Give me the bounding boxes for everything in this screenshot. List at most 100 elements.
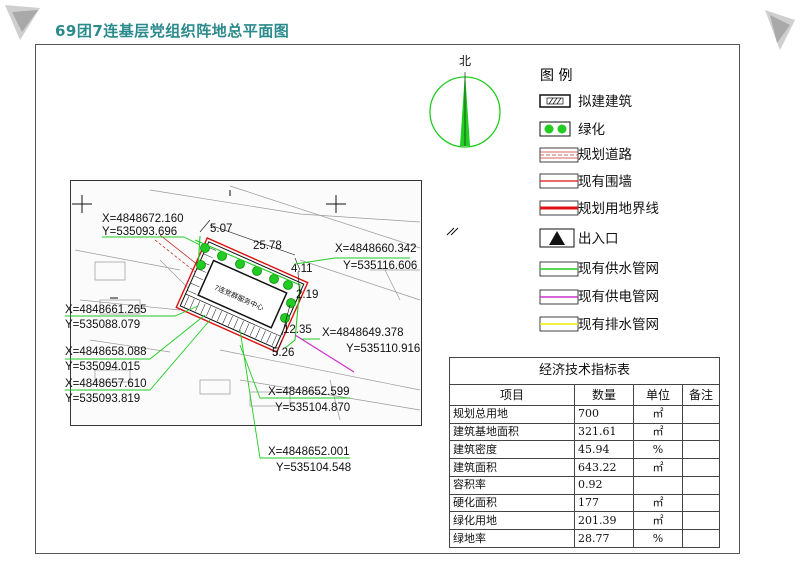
coord-6-y: Y=535093.819 bbox=[65, 393, 140, 405]
dimension-label-5: 12.35 bbox=[283, 324, 312, 336]
coord-7-x: X=4848652.599 bbox=[268, 386, 350, 398]
drain-pipe-line-icon bbox=[539, 316, 579, 332]
table-row: 建筑面积 643.22 ㎡ bbox=[449, 458, 720, 477]
hatch-symbol bbox=[446, 227, 459, 236]
table-cell-item: 容积率 bbox=[449, 475, 575, 495]
power-pipe-line bbox=[294, 334, 355, 373]
table-cell-note bbox=[682, 511, 720, 531]
dimension-label-4: 2.19 bbox=[296, 289, 318, 301]
table-cell-qty: 643.22 bbox=[574, 458, 634, 477]
table-cell-item: 规划总用地 bbox=[449, 405, 575, 424]
dimension-lines bbox=[199, 219, 301, 356]
table-cell-note bbox=[682, 405, 720, 424]
entrance-triangle-icon bbox=[539, 228, 575, 248]
table-cell-item: 绿化用地 bbox=[449, 511, 575, 531]
water-pipe-line-icon bbox=[539, 261, 579, 277]
table-cell-qty: 0.92 bbox=[574, 475, 634, 495]
table-cell-unit: ㎡ bbox=[633, 458, 683, 477]
coord-1-y: Y=535093.696 bbox=[102, 226, 177, 238]
table-cell-item: 硬化面积 bbox=[449, 493, 575, 513]
greenery-trees bbox=[196, 243, 296, 323]
table-cell-unit: ㎡ bbox=[633, 422, 683, 442]
corner-decoration-right bbox=[765, 10, 795, 50]
coord-1-x: X=4848672.160 bbox=[102, 213, 184, 225]
table-cell-unit: % bbox=[633, 529, 683, 548]
dimension-label-3: 4.11 bbox=[291, 263, 313, 275]
table-cell-qty: 321.61 bbox=[574, 422, 634, 442]
coord-8-x: X=4848652.001 bbox=[268, 446, 350, 458]
dimension-label-2: 25.78 bbox=[253, 240, 282, 252]
coordinate-leaders bbox=[65, 236, 410, 459]
coord-5-y: Y=535094.015 bbox=[65, 361, 140, 373]
page-title: 69团7连基层党组织阵地总平面图 bbox=[55, 22, 290, 40]
power-pipe-line-icon bbox=[539, 289, 579, 305]
table-cell-unit: ㎡ bbox=[633, 405, 683, 424]
legend-item-drain-pipe: 现有排水管网 bbox=[578, 317, 659, 333]
building-site: 7连党群服务中心 bbox=[175, 236, 309, 354]
legend-item-proposed-building: 拟建建筑 bbox=[578, 94, 632, 110]
legend-item-power-pipe: 现有供电管网 bbox=[578, 289, 659, 305]
dimension-label-1: 5.07 bbox=[210, 223, 232, 235]
table-row: 建筑基地面积 321.61 ㎡ bbox=[449, 422, 720, 442]
table-cell-unit: % bbox=[633, 440, 683, 460]
coord-6-x: X=4848657.610 bbox=[65, 378, 147, 390]
table-cell-item: 建筑面积 bbox=[449, 458, 575, 477]
legend-item-planned-road: 规划道路 bbox=[578, 147, 632, 163]
legend-item-entrance: 出入口 bbox=[578, 231, 619, 247]
coord-2-x: X=4848660.342 bbox=[335, 243, 417, 255]
coord-4-x: X=4848649.378 bbox=[322, 327, 404, 339]
legend-item-water-pipe: 现有供水管网 bbox=[578, 261, 659, 277]
coord-8-y: Y=535104.548 bbox=[276, 462, 351, 474]
legend: 图 例 拟建建筑 绿化 规划道路 现有围墙 bbox=[539, 68, 659, 333]
table-cell-unit: ㎡ bbox=[633, 511, 683, 531]
legend-item-existing-wall: 现有围墙 bbox=[578, 174, 632, 190]
north-label: 北 bbox=[459, 54, 471, 68]
coord-4-y: Y=535110.916 bbox=[346, 343, 420, 355]
corner-decoration-left bbox=[5, 5, 40, 40]
table-row: 建筑密度 45.94 % bbox=[449, 440, 720, 460]
coord-3-y: Y=535088.079 bbox=[65, 319, 140, 331]
dimension-label-6: 5.26 bbox=[272, 347, 294, 359]
existing-wall-icon bbox=[539, 173, 579, 189]
table-cell-item: 建筑基地面积 bbox=[449, 422, 575, 442]
table-row: 规划总用地 700 ㎡ bbox=[449, 405, 720, 424]
table-row: 容积率 0.92 bbox=[449, 475, 720, 495]
table-cell-item: 建筑密度 bbox=[449, 440, 575, 460]
table-cell-item: 绿地率 bbox=[449, 529, 575, 548]
table-row: 绿化用地 201.39 ㎡ bbox=[449, 511, 720, 531]
table-cell-note bbox=[682, 440, 720, 460]
table-cell-unit bbox=[633, 475, 683, 495]
coord-3-x: X=4848661.265 bbox=[65, 304, 147, 316]
table-header-unit: 单位 bbox=[633, 384, 683, 407]
table-cell-qty: 177 bbox=[574, 493, 634, 513]
legend-item-greenery: 绿化 bbox=[578, 122, 605, 138]
table-row: 硬化面积 177 ㎡ bbox=[449, 493, 720, 513]
coord-2-y: Y=535116.606 bbox=[343, 260, 417, 272]
context-linework bbox=[74, 185, 421, 421]
table-cell-note bbox=[682, 475, 720, 495]
indicator-table: 经济技术指标表 项目 数量 单位 备注 规划总用地 700 ㎡ 建筑基地面积 3… bbox=[449, 356, 720, 548]
table-header-qty: 数量 bbox=[574, 384, 634, 407]
north-arrow: 北 bbox=[429, 54, 501, 148]
table-cell-note bbox=[682, 493, 720, 513]
table-caption: 经济技术指标表 bbox=[449, 356, 720, 386]
legend-item-boundary: 规划用地界线 bbox=[578, 201, 659, 217]
drawing-frame bbox=[35, 44, 740, 554]
table-cell-unit: ㎡ bbox=[633, 493, 683, 513]
table-cell-qty: 201.39 bbox=[574, 511, 634, 531]
table-header-note: 备注 bbox=[682, 384, 720, 407]
table-cell-qty: 45.94 bbox=[574, 440, 634, 460]
coord-5-x: X=4848658.088 bbox=[65, 346, 147, 358]
table-row: 绿地率 28.77 % bbox=[449, 529, 720, 548]
coord-7-y: Y=535104.870 bbox=[275, 402, 350, 414]
water-pipe-lines bbox=[194, 235, 301, 349]
legend-title: 图 例 bbox=[540, 68, 572, 84]
survey-crosshair-marks bbox=[72, 190, 346, 299]
hatched-building-icon bbox=[539, 94, 571, 108]
table-cell-qty: 28.77 bbox=[574, 529, 634, 548]
planned-road-icon bbox=[539, 147, 579, 163]
table-cell-note bbox=[682, 458, 720, 477]
boundary-line-icon bbox=[539, 200, 579, 216]
green-circle-icon bbox=[539, 121, 571, 137]
